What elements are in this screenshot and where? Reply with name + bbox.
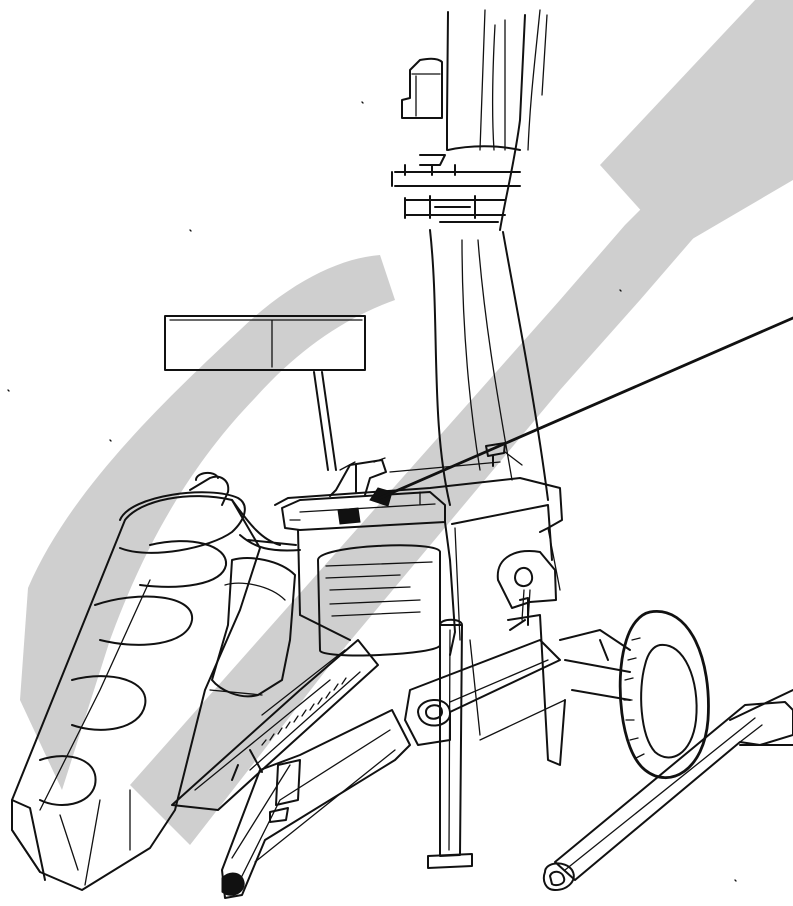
shaft-cylinder: [189, 472, 230, 506]
right-nose-cone: [221, 709, 411, 899]
center-tube-outline: [211, 557, 296, 698]
right-cone-ridges: [231, 729, 396, 881]
sketch-specks: [7, 101, 737, 882]
pulley-guard-outline: [496, 550, 557, 609]
tow-tongue: [542, 689, 793, 891]
auger-spiral-top: [119, 491, 246, 554]
feed-table-outline: [171, 639, 379, 811]
spout-outline-left: [429, 11, 451, 506]
center-tube-detail: [209, 582, 286, 696]
housing-top-fitting: [329, 459, 387, 497]
watermark-right-wedge: [655, 0, 793, 245]
deflector-cap-body: [401, 57, 443, 119]
feed-table: [171, 639, 379, 811]
spout-deflector-cap: [401, 57, 443, 119]
wheel-tire-outer: [618, 610, 710, 780]
sign-board: [164, 315, 366, 471]
pulley-hub: [514, 567, 534, 587]
housing-cylinder-ribs: [325, 561, 433, 617]
transport-wheel: [559, 610, 710, 780]
housing-top-linkage: [339, 451, 523, 473]
auger-cone-inner: [39, 579, 151, 886]
sign-board-mast: [313, 371, 337, 471]
tongue-outline: [554, 701, 793, 881]
spout-inner-lines: [461, 9, 548, 481]
feed-table-rails: [194, 649, 361, 791]
parking-stand: [427, 618, 473, 869]
deflector-cap-detail: [411, 73, 441, 117]
wheel-rim: [640, 643, 698, 759]
auger-nose-tip: [11, 799, 46, 881]
watermark: [20, 0, 793, 845]
spout-outline-right: [499, 14, 549, 501]
sign-board-divider: [169, 319, 363, 368]
center-auger-tube: [209, 557, 296, 698]
wheel-axle-arm: [559, 629, 631, 701]
auger-spiral-4: [39, 755, 97, 806]
tongue-hitch-hole: [549, 870, 566, 887]
right-cone-tip: [221, 872, 245, 896]
main-housing: [274, 442, 563, 736]
auger-spiral-1: [139, 540, 228, 588]
left-auger-cone: [11, 491, 261, 891]
stand-foot: [427, 853, 473, 869]
pulley-arm: [521, 589, 531, 623]
watermark-long-diagonal: [130, 118, 755, 845]
hitch-arm-edge: [449, 659, 566, 741]
auger-drive-shaft: [189, 472, 301, 552]
auger-spiral-3: [71, 675, 147, 731]
watermark-upper-bar: [600, 0, 793, 215]
hitch-pivot-inner: [425, 704, 443, 720]
shaft-curve-to-housing: [231, 499, 301, 552]
housing-top-plate: [281, 491, 446, 531]
decal-on-housing: [337, 507, 361, 525]
tongue-edge: [564, 717, 763, 871]
drive-pulley-guard: [496, 550, 557, 623]
hitch-arm-outline: [404, 639, 561, 746]
speck-marks: [7, 101, 737, 882]
spout-flange: [419, 145, 521, 166]
feed-table-front-bar: [231, 749, 263, 781]
feed-chain-teeth: [261, 677, 347, 746]
discharge-spout: [391, 9, 549, 506]
tongue-upper-rail: [729, 689, 793, 746]
right-cone-guard: [269, 759, 301, 823]
sign-board-frame: [164, 315, 366, 371]
housing-top-edge: [289, 491, 436, 521]
auger-spiral-2: [94, 595, 194, 646]
housing-front-face: [297, 504, 553, 656]
right-cone-outline: [221, 709, 411, 899]
hitch-pivot-outer: [417, 699, 452, 727]
callout-leader-line: [378, 316, 793, 500]
spout-collar-lower: [404, 195, 506, 223]
spout-collar-upper: [391, 164, 521, 187]
hitch-arm: [404, 597, 566, 766]
watermark-curved-stroke: [20, 255, 395, 790]
tongue-hitch-end: [542, 862, 575, 891]
auger-cone-outline: [11, 495, 261, 891]
